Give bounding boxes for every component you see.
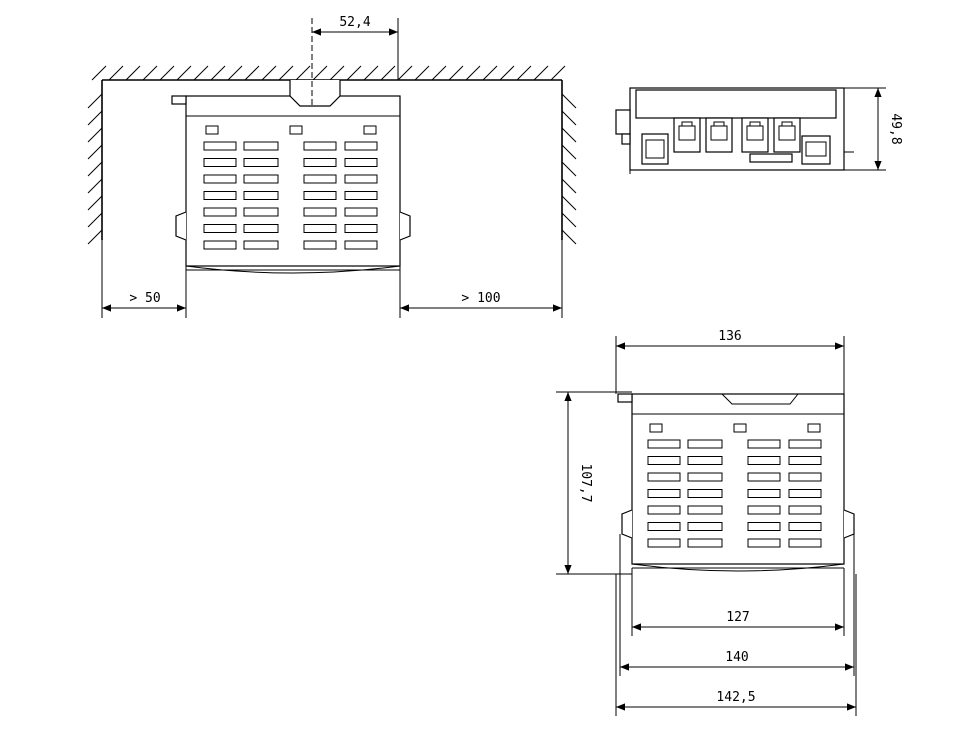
dim-label-gt-50: > 50 (129, 291, 160, 306)
right-connector (801, 135, 831, 165)
dim-label-136: 136 (718, 329, 741, 344)
dim-label-140: 140 (725, 650, 748, 665)
dim-left-clearance: > 50 (101, 240, 187, 318)
module-front (171, 80, 411, 274)
rj45-port-row (673, 117, 801, 153)
dim-142-5: 142,5 (615, 574, 857, 716)
dim-127: 127 (631, 568, 845, 636)
connector-block (641, 133, 669, 165)
front-view: 52,4 > 50 > 100 (87, 15, 577, 318)
dim-label-127: 127 (726, 610, 749, 625)
dim-label-52-4: 52,4 (339, 15, 370, 30)
dim-top-width: 52,4 (311, 15, 399, 108)
front-slot-grid (203, 125, 378, 250)
dim-107-7: 107,7 (556, 391, 632, 575)
dim-140: 140 (619, 534, 855, 676)
dim-height: 49,8 (844, 87, 903, 171)
cabinet-wall-hatching (87, 65, 577, 245)
dim-label-107-7: 107,7 (578, 463, 593, 502)
dim-label-49-8: 49,8 (888, 113, 903, 144)
dim-136: 136 (615, 329, 845, 394)
rear-view: 136 107,7 127 140 142,5 (556, 329, 857, 716)
module-rear (617, 393, 855, 572)
usb-port (749, 153, 793, 163)
rear-slot-grid (647, 423, 822, 548)
dim-label-142-5: 142,5 (716, 690, 755, 705)
dim-label-gt-100: > 100 (461, 291, 500, 306)
top-view: 49,8 (615, 87, 903, 174)
dim-right-clearance: > 100 (399, 240, 563, 318)
